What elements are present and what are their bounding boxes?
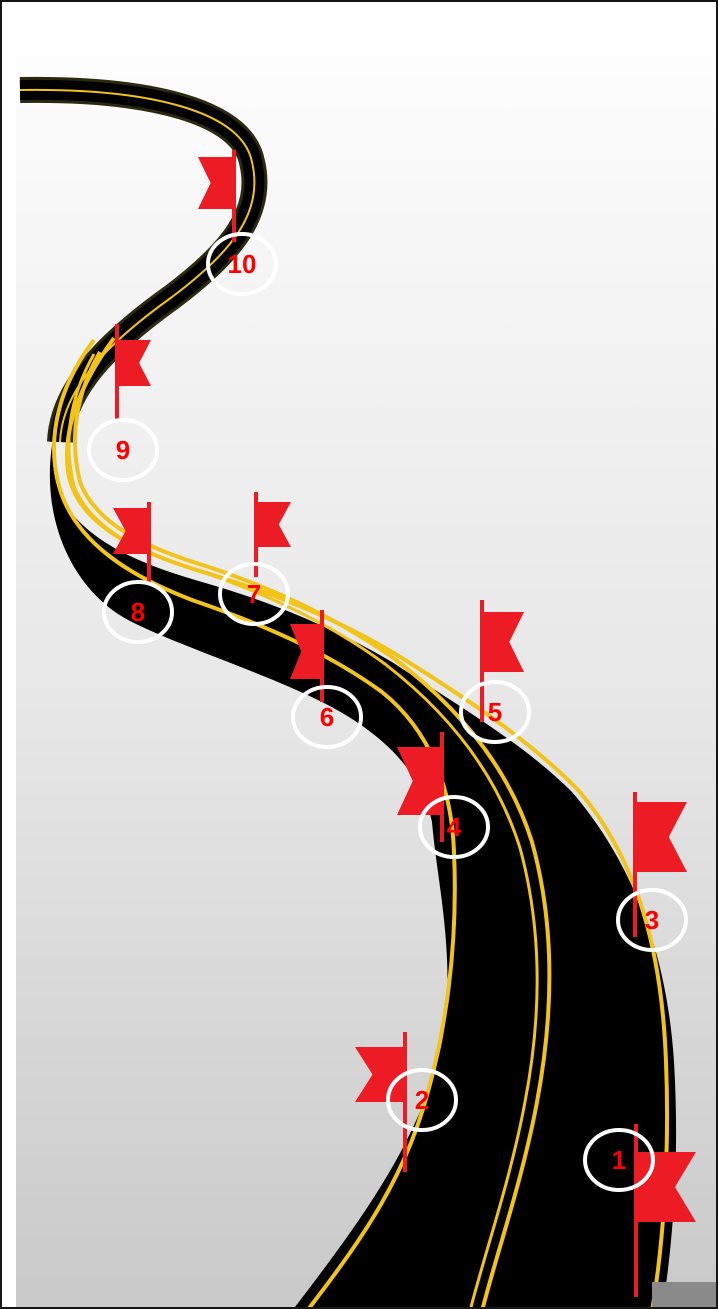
milestone-number: 6 [320,702,334,732]
flag-icon [482,612,524,672]
flag-icon [256,502,291,547]
flag-icon [635,802,687,872]
milestone-number: 8 [131,597,145,627]
milestone-number: 10 [228,249,257,279]
bottom-right-patch [652,1282,718,1309]
flag-icon [355,1047,405,1102]
flag-icon [113,508,149,554]
milestone-number: 7 [247,579,261,609]
milestone-number: 9 [116,435,130,465]
milestone-number: 3 [645,905,659,935]
milestone-number: 2 [415,1085,429,1115]
flag-icon [117,340,151,386]
road-surface [50,332,676,1309]
milestone-number: 4 [447,812,462,842]
milestone-number: 5 [488,697,502,727]
milestone-number: 1 [612,1145,626,1175]
flag-icon [397,747,442,815]
road-far-surface [20,90,254,442]
flag-icon [636,1152,696,1222]
flag-icon [198,157,234,209]
